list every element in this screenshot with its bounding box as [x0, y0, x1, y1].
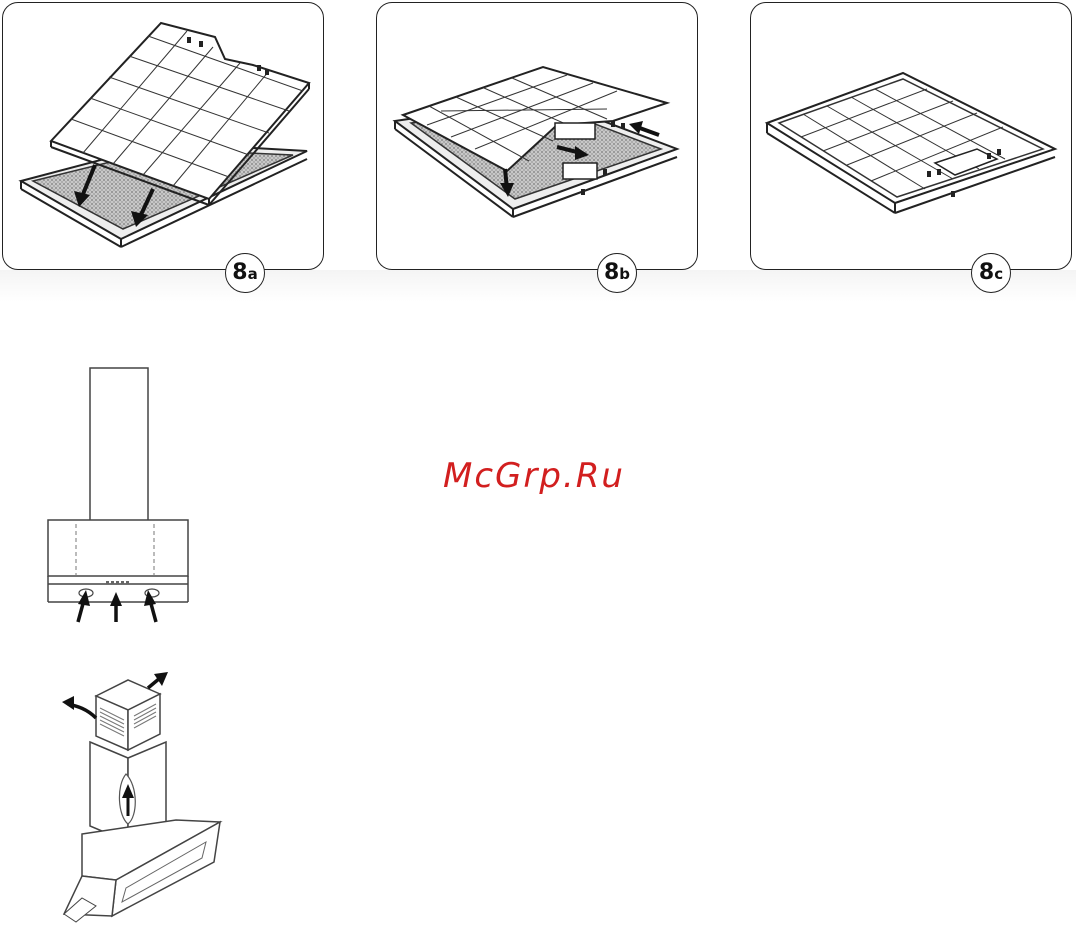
figure-number: 8 [979, 260, 994, 285]
figure-letter: a [248, 265, 258, 283]
figure-8b-panel: 8b [376, 2, 698, 270]
figure-label-8c: 8c [971, 253, 1011, 293]
figure-number: 8 [232, 260, 247, 285]
watermark-text: McGrp.Ru [443, 456, 625, 496]
panel-shadow-band [0, 270, 1076, 302]
filter-assembly-illustration-8a [3, 3, 325, 271]
figure-number: 8 [604, 260, 619, 285]
figure-letter: c [994, 265, 1003, 283]
filter-assembly-illustration-8c [751, 3, 1073, 271]
filter-assembly-illustration-8b [377, 3, 699, 271]
figure-letter: b [619, 265, 630, 283]
figure-label-8a: 8a [225, 253, 265, 293]
hood-front-view-illustration [40, 360, 200, 630]
figure-8a-panel: 8a [2, 2, 324, 270]
hood-isometric-view-illustration [56, 666, 236, 928]
figure-label-8b: 8b [597, 253, 637, 293]
figure-8c-panel: 8c [750, 2, 1072, 270]
